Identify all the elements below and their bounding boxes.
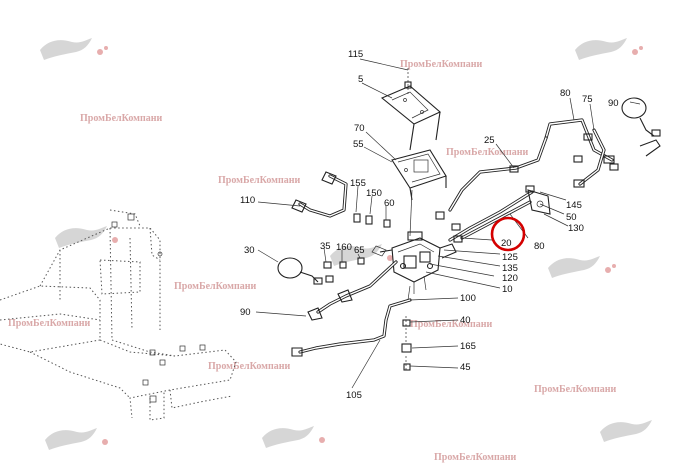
callout-60: 60 (384, 198, 395, 209)
watermark-logos (40, 38, 652, 450)
watermark-text: ПромБелКомпани (80, 113, 163, 124)
watermark-text: ПромБелКомпани (208, 361, 291, 372)
callout-115: 115 (348, 49, 363, 60)
watermark-text: ПромБелКомпани (534, 384, 617, 395)
watermark-text: ПромБелКомпани (218, 175, 301, 186)
callout-45: 45 (460, 362, 471, 373)
callout-105: 105 (346, 390, 362, 401)
watermark-text: ПромБелКомпани (446, 147, 529, 158)
central-axis (401, 68, 413, 371)
watermark-text: ПромБелКомпани (8, 318, 91, 329)
mounting-bracket (391, 149, 447, 201)
callout-75: 75 (582, 94, 593, 105)
callout-25: 25 (484, 135, 495, 146)
chassis-outline (0, 209, 237, 421)
callout-10: 10 (502, 284, 513, 295)
callout-130: 130 (568, 223, 584, 234)
callout-55: 55 (353, 139, 364, 150)
callout-165: 165 (460, 341, 476, 352)
callout-145: 145 (566, 200, 582, 211)
callout-100: 100 (460, 293, 476, 304)
callout-labels: 115 5 70 55 25 80 75 90 110 155 150 60 3… (240, 49, 619, 401)
callout-110: 110 (240, 195, 255, 206)
callout-120: 120 (502, 273, 518, 284)
accumulator-right (621, 97, 661, 157)
watermarks: ПромБелКомпани ПромБелКомпани ПромБелКом… (8, 59, 617, 463)
accumulator-left (277, 257, 323, 285)
fittings (323, 133, 593, 283)
watermark-text: ПромБелКомпани (410, 319, 493, 330)
callout-90: 90 (608, 98, 619, 109)
callout-125: 125 (502, 252, 518, 263)
callout-35: 35 (320, 241, 331, 252)
callout-30: 30 (244, 245, 255, 256)
bracket-plate (380, 85, 442, 151)
callout-65: 65 (354, 245, 365, 256)
callout-50: 50 (566, 212, 577, 223)
watermark-text: ПромБелКомпани (174, 281, 257, 292)
highlight-circle (490, 216, 526, 252)
callout-160: 160 (336, 242, 352, 253)
callout-155: 155 (350, 178, 366, 189)
watermark-text: ПромБелКомпани (434, 452, 517, 463)
watermark-text: ПромБелКомпани (400, 59, 483, 70)
callout-150: 150 (366, 188, 382, 199)
valve-assembly (371, 231, 457, 294)
callout-40: 40 (460, 315, 471, 326)
callout-70: 70 (354, 123, 365, 134)
callout-90-lower: 90 (240, 307, 251, 318)
callout-20: 20 (501, 238, 512, 249)
callout-80-lower: 80 (534, 241, 545, 252)
hydraulic-pipes (291, 118, 619, 357)
callout-5: 5 (358, 74, 363, 85)
callout-80: 80 (560, 88, 571, 99)
callout-135: 135 (502, 263, 518, 274)
